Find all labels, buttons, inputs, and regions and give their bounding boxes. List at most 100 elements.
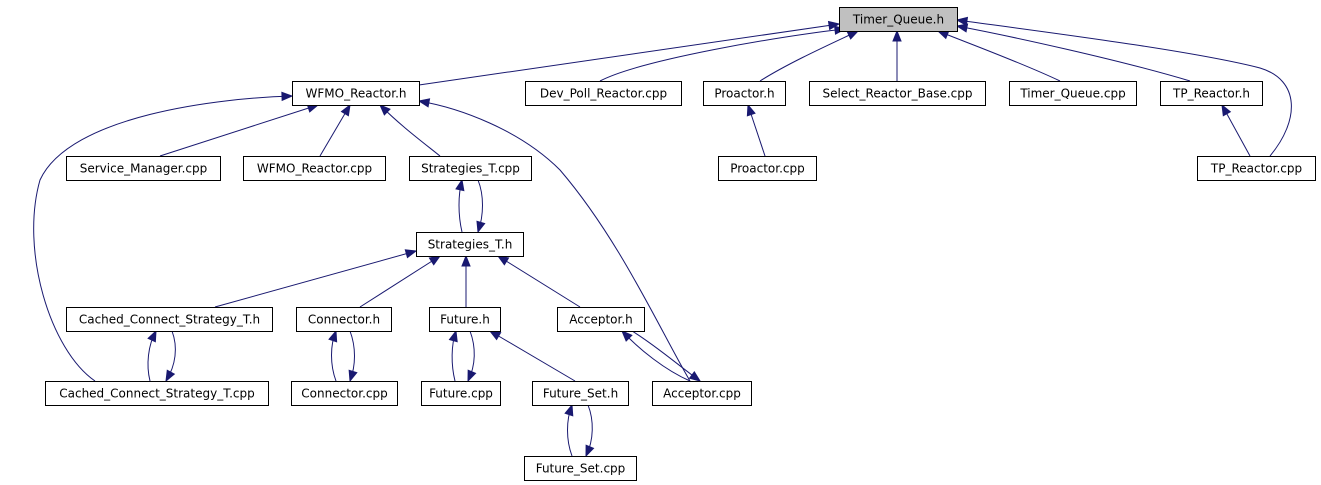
node-strategies-t-h[interactable]: Strategies_T.h xyxy=(416,232,524,257)
arrowhead xyxy=(147,329,157,343)
edge-cached_connect_strategy_t_h-to-cached_connect_strategy_t_cpp xyxy=(165,330,176,383)
arrowhead xyxy=(892,29,902,42)
edge-acceptor_h-to-strategies_t_h xyxy=(496,255,581,308)
arrowhead xyxy=(348,369,358,383)
arrowhead xyxy=(746,103,756,117)
edge-connector_h-to-strategies_t_h xyxy=(359,255,442,308)
node-label: Future_Set.cpp xyxy=(536,462,626,476)
node-label: WFMO_Reactor.cpp xyxy=(257,162,372,176)
edge-acceptor_h-to-acceptor_cpp xyxy=(631,330,702,382)
edge-cached_connect_strategy_t_cpp-to-cached_connect_strategy_t_h xyxy=(147,329,157,382)
arrowhead xyxy=(585,444,595,458)
arrowhead xyxy=(340,103,351,117)
node-wfmo-reactor-cpp[interactable]: WFMO_Reactor.cpp xyxy=(243,156,386,181)
arrowhead xyxy=(448,329,458,343)
edge-proactor_h-to-timer_queue_h xyxy=(759,30,860,82)
node-connector-h[interactable]: Connector.h xyxy=(296,307,392,332)
node-label: Strategies_T.cpp xyxy=(421,162,520,176)
edge-timer_queue_cpp-to-timer_queue_h xyxy=(936,30,1061,82)
edge-cached_connect_strategy_t_cpp-to-wfmo_reactor_h xyxy=(33,91,294,382)
edge-tp_reactor_cpp-to-tp_reactor_h xyxy=(1221,103,1251,157)
edge-tp_reactor_cpp-to-timer_queue_h xyxy=(955,16,1292,157)
node-label: Timer_Queue.h xyxy=(852,13,944,27)
node-future-set-h[interactable]: Future_Set.h xyxy=(532,381,629,406)
node-acceptor-cpp[interactable]: Acceptor.cpp xyxy=(652,381,752,406)
node-connector-cpp[interactable]: Connector.cpp xyxy=(291,381,398,406)
node-wfmo-reactor-h[interactable]: WFMO_Reactor.h xyxy=(292,81,420,106)
edges xyxy=(33,16,1292,458)
node-strategies-t-cpp[interactable]: Strategies_T.cpp xyxy=(409,156,532,181)
node-acceptor-h[interactable]: Acceptor.h xyxy=(557,307,645,332)
arrowhead xyxy=(488,330,502,341)
node-future-h[interactable]: Future.h xyxy=(429,307,501,332)
node-future-set-cpp[interactable]: Future_Set.cpp xyxy=(524,456,637,481)
edge-tp_reactor_h-to-timer_queue_h xyxy=(955,23,1191,82)
node-label: Proactor.h xyxy=(714,87,774,101)
edge-proactor_cpp-to-proactor_h xyxy=(746,103,766,157)
node-dev-poll-reactor-cpp[interactable]: Dev_Poll_Reactor.cpp xyxy=(525,81,682,106)
node-cached-connect-strategy-t-cpp[interactable]: Cached_Connect_Strategy_T.cpp xyxy=(45,381,269,406)
arrowhead xyxy=(467,369,477,383)
node-cached-connect-strategy-t-h[interactable]: Cached_Connect_Strategy_T.h xyxy=(66,307,273,332)
arrowhead xyxy=(379,104,391,116)
node-label: Dev_Poll_Reactor.cpp xyxy=(540,87,667,101)
edge-wfmo_reactor_h-to-timer_queue_h xyxy=(418,20,841,86)
node-select-reactor-base-cpp[interactable]: Select_Reactor_Base.cpp xyxy=(809,81,986,106)
arrowhead xyxy=(955,16,969,27)
edge-select_reactor_base_cpp-to-timer_queue_h xyxy=(892,29,902,81)
node-timer-queue-cpp[interactable]: Timer_Queue.cpp xyxy=(1009,81,1137,106)
node-label: Acceptor.cpp xyxy=(663,387,741,401)
node-label: Cached_Connect_Strategy_T.cpp xyxy=(59,387,255,401)
node-label: Connector.h xyxy=(308,313,380,327)
arrowhead xyxy=(455,178,465,192)
arrowhead xyxy=(955,23,969,33)
node-label: Connector.cpp xyxy=(301,387,387,401)
node-label: Timer_Queue.cpp xyxy=(1019,87,1125,101)
node-proactor-cpp[interactable]: Proactor.cpp xyxy=(718,156,817,181)
node-label: Cached_Connect_Strategy_T.h xyxy=(79,313,260,327)
node-label: Strategies_T.h xyxy=(428,238,513,252)
arrowhead xyxy=(428,255,442,266)
arrowhead xyxy=(476,220,486,234)
node-tp-reactor-cpp[interactable]: TP_Reactor.cpp xyxy=(1197,156,1316,181)
node-label: TP_Reactor.cpp xyxy=(1210,162,1302,176)
node-label: Service_Manager.cpp xyxy=(80,162,208,176)
arrowhead xyxy=(1221,103,1232,117)
node-label: Acceptor.h xyxy=(569,313,633,327)
node-service-manager-cpp[interactable]: Service_Manager.cpp xyxy=(66,156,221,181)
edge-strategies_t_cpp-to-wfmo_reactor_h xyxy=(379,104,441,157)
edge-acceptor_cpp-to-acceptor_h xyxy=(621,330,691,382)
edge-future_set_h-to-future_set_cpp xyxy=(585,404,595,458)
edge-acceptor_cpp-to-wfmo_reactor_h xyxy=(417,98,691,382)
node-proactor-h[interactable]: Proactor.h xyxy=(703,81,786,106)
edge-future_h-to-future_cpp xyxy=(467,330,477,383)
node-label: Future_Set.h xyxy=(543,387,618,401)
edge-connector_h-to-connector_cpp xyxy=(348,330,358,383)
node-timer-queue-h: Timer_Queue.h xyxy=(839,7,958,32)
node-label: Future.h xyxy=(440,313,490,327)
edge-service_manager_cpp-to-wfmo_reactor_h xyxy=(159,103,320,157)
arrowhead xyxy=(281,91,294,102)
edge-connector_cpp-to-connector_h xyxy=(328,329,338,382)
node-label: Select_Reactor_Base.cpp xyxy=(823,87,973,101)
edge-future_set_h-to-future_h xyxy=(488,330,576,382)
node-label: TP_Reactor.h xyxy=(1172,87,1250,101)
arrowhead xyxy=(404,249,418,259)
arrowhead xyxy=(564,403,574,417)
node-future-cpp[interactable]: Future.cpp xyxy=(421,381,501,406)
edge-strategies_t_cpp-to-strategies_t_h xyxy=(476,179,486,234)
edge-future_set_cpp-to-future_set_h xyxy=(564,403,574,457)
arrowhead xyxy=(846,30,860,40)
edge-wfmo_reactor_cpp-to-wfmo_reactor_h xyxy=(319,103,351,157)
arrowhead xyxy=(936,30,950,40)
edge-cached_connect_strategy_t_h-to-strategies_t_h xyxy=(214,249,418,308)
node-label: Proactor.cpp xyxy=(730,162,805,176)
arrowhead xyxy=(461,254,471,267)
node-tp-reactor-h[interactable]: TP_Reactor.h xyxy=(1160,81,1263,106)
arrowhead xyxy=(621,330,633,342)
arrowhead xyxy=(496,255,510,266)
node-label: WFMO_Reactor.h xyxy=(306,87,407,101)
arrowhead xyxy=(328,329,338,343)
